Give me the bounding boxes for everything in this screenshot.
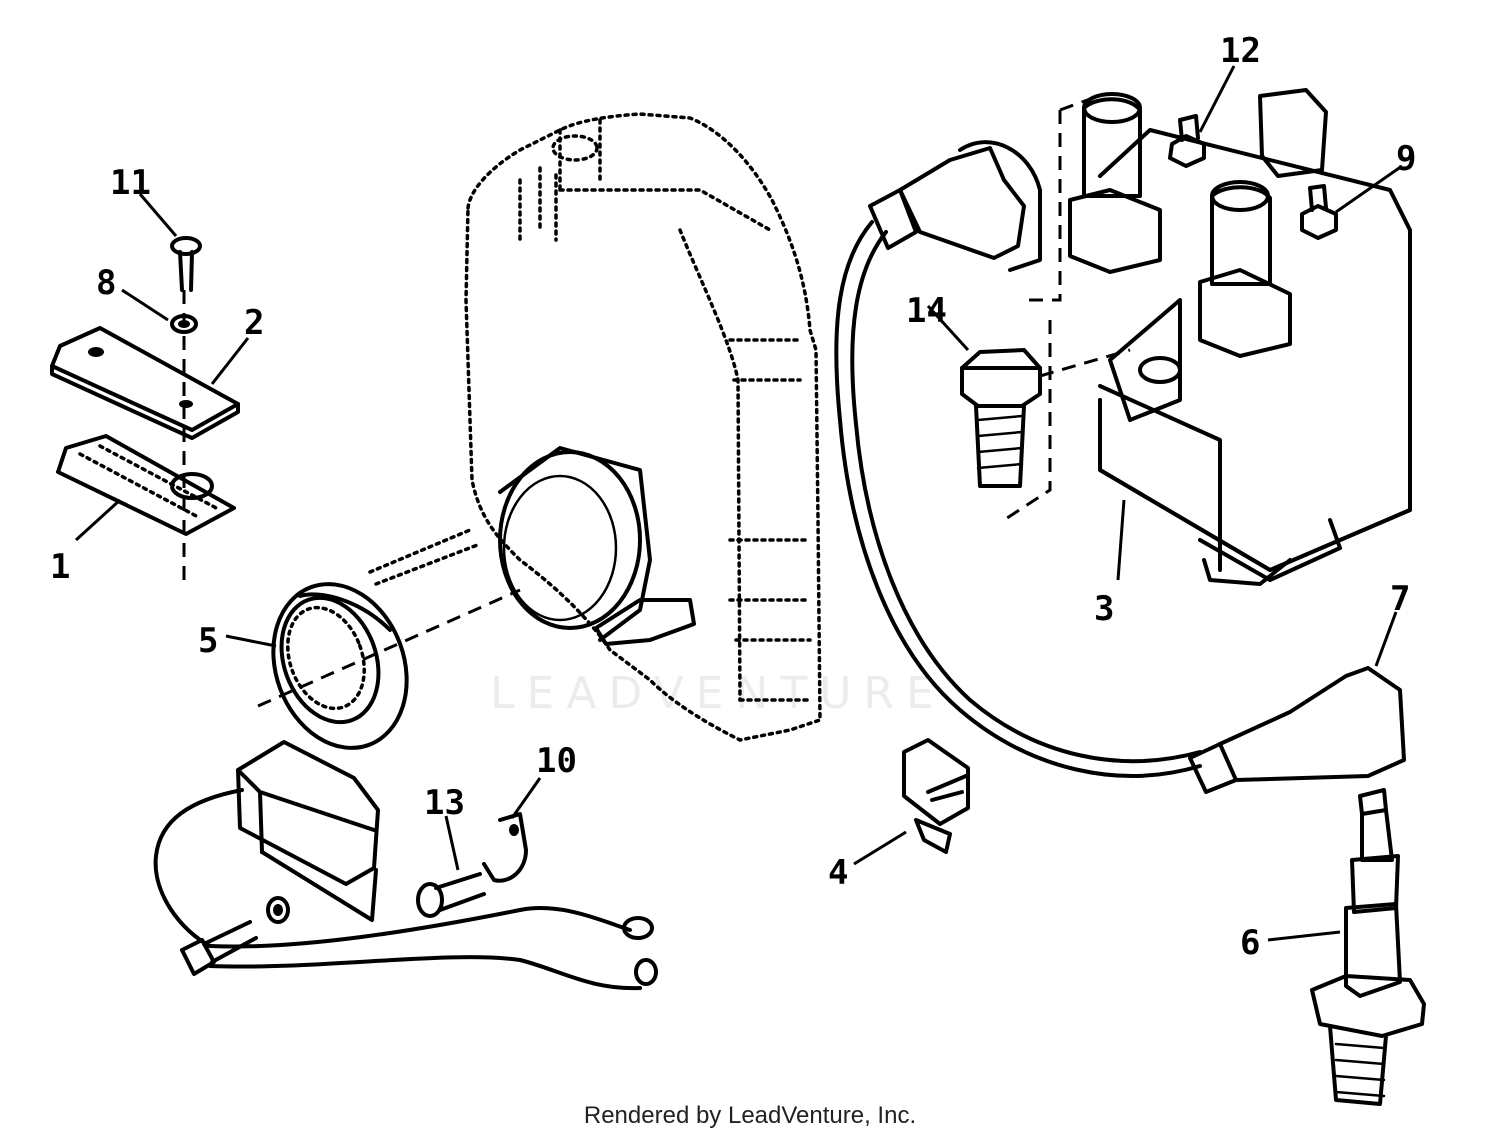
callout-4: 4 xyxy=(828,853,848,893)
ignition-coil-part-3[interactable] xyxy=(1003,88,1412,586)
connector-part-4[interactable] xyxy=(902,738,970,854)
spark-plug-lead[interactable] xyxy=(834,140,1406,794)
callout-3: 3 xyxy=(1094,589,1114,629)
callout-9: 9 xyxy=(1396,139,1416,179)
callout-7: 7 xyxy=(1390,579,1410,619)
callout-14: 14 xyxy=(906,291,947,331)
nut-part-9[interactable] xyxy=(1300,184,1338,240)
watermark: LEADVENTURE xyxy=(490,668,946,719)
callout-10: 10 xyxy=(536,741,577,781)
footer-credit: Rendered by LeadVenture, Inc. xyxy=(583,1102,917,1129)
callout-12: 12 xyxy=(1220,31,1261,71)
plate-part-2[interactable] xyxy=(50,326,240,440)
blower-housing[interactable] xyxy=(464,112,822,742)
shaft-key xyxy=(368,528,482,586)
callout-6: 6 xyxy=(1240,923,1260,963)
callout-11: 11 xyxy=(110,163,151,203)
seal-part-5[interactable] xyxy=(251,565,429,767)
callout-2: 2 xyxy=(244,303,264,343)
clamp-part-10[interactable] xyxy=(482,812,528,883)
callout-13: 13 xyxy=(424,783,465,823)
screw-washer-assembly[interactable] xyxy=(180,896,290,976)
bolt-part-14[interactable] xyxy=(960,348,1042,488)
callout-1: 1 xyxy=(50,547,70,587)
spark-plug-part-6[interactable] xyxy=(1310,788,1426,1106)
callout-leaders xyxy=(74,65,1403,942)
callout-5: 5 xyxy=(198,621,218,661)
callout-8: 8 xyxy=(96,263,116,303)
nut-part-12[interactable] xyxy=(1168,114,1206,168)
screw-part-13[interactable] xyxy=(416,872,486,918)
ignition-module[interactable] xyxy=(153,740,658,991)
gasket-part-1[interactable] xyxy=(56,434,236,536)
callout-labels: 1 2 3 4 5 6 7 8 9 10 11 12 13 14 xyxy=(50,31,1416,963)
bolt-part-11[interactable] xyxy=(170,236,202,292)
assembly-line-14 xyxy=(1039,348,1131,378)
